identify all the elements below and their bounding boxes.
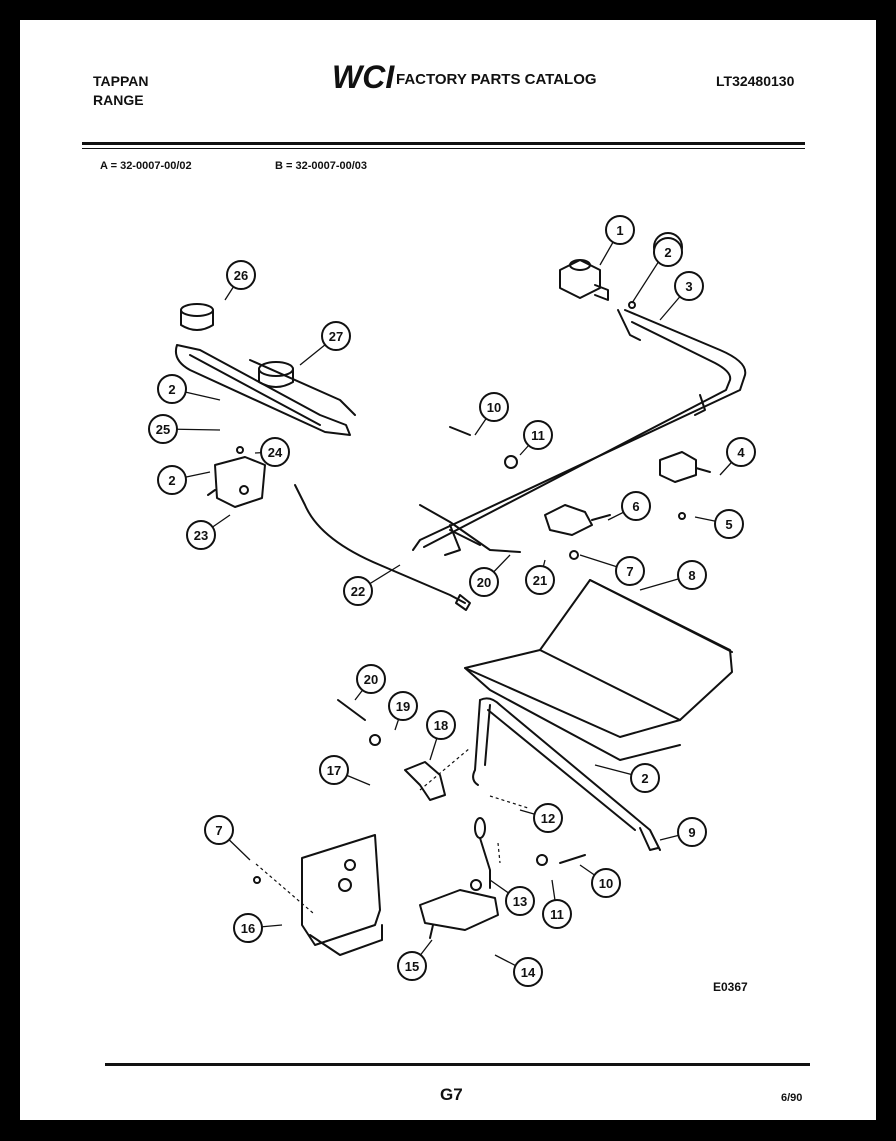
callout-2: 2 [594, 763, 660, 793]
diagram-code: E0367 [713, 980, 748, 994]
callout-13: 13 [489, 879, 535, 916]
callout-label: 18 [434, 718, 448, 733]
valve-6 [544, 504, 611, 536]
callout-label: 24 [268, 445, 283, 460]
catalog-sheet: TAPPAN RANGE WCI FACTORY PARTS CATALOG L… [20, 20, 876, 1120]
catalog-title: FACTORY PARTS CATALOG [396, 71, 597, 88]
callout-label: 2 [641, 771, 648, 786]
callout-4: 4 [719, 437, 756, 476]
callout-label: 20 [364, 672, 378, 687]
callout-5: 5 [694, 509, 744, 539]
callout-7: 7 [204, 815, 251, 861]
svg-text:WCI: WCI [332, 60, 395, 92]
callout-label: 21 [533, 573, 547, 588]
oven-burner [472, 697, 661, 851]
small-parts [236, 301, 686, 884]
callout-1: 1 [599, 215, 635, 266]
callout-14: 14 [494, 954, 543, 987]
callout-15: 15 [397, 939, 433, 981]
callout-label: 11 [531, 428, 545, 443]
callout-20: 20 [354, 664, 386, 701]
callout-2: 2 [157, 374, 221, 404]
callout-label: 26 [234, 268, 248, 283]
safety-valve [419, 879, 499, 939]
model-number: LT32480130 [716, 73, 795, 89]
callout-24: 24 [254, 437, 290, 467]
callout-10: 10 [474, 392, 509, 436]
callout-2: 2 [653, 237, 683, 267]
variant-b-label: B = 32-0007-00/03 [275, 160, 368, 172]
ignition-wire [294, 484, 521, 611]
callout-label: 9 [688, 825, 695, 840]
wci-logo: WCI [332, 60, 395, 92]
product-type: RANGE [93, 92, 144, 108]
callout-label: 13 [513, 894, 527, 909]
callout-17: 17 [319, 755, 371, 786]
callout-23: 23 [186, 514, 231, 550]
callout-11: 11 [519, 420, 553, 456]
brand-name: TAPPAN [93, 73, 149, 89]
revision-date: 6/90 [781, 1092, 803, 1104]
thermocouple [474, 817, 491, 889]
callout-label: 2 [168, 473, 175, 488]
variant-a-label: A = 32-0007-00/02 [100, 160, 192, 172]
callout-label: 23 [194, 528, 208, 543]
callout-20: 20 [469, 554, 511, 597]
header-rule [82, 142, 805, 145]
callout-25: 25 [148, 414, 221, 444]
callout-label: 27 [329, 329, 343, 344]
callout-18: 18 [426, 710, 456, 761]
callout-label: 15 [405, 959, 419, 974]
callout-label: 12 [541, 811, 555, 826]
callout-label: 20 [477, 575, 491, 590]
bracket-18 [404, 761, 446, 801]
callout-label: 5 [725, 517, 732, 532]
callout-26: 26 [224, 260, 256, 301]
callout-3: 3 [659, 271, 704, 321]
callout-label: 2 [664, 245, 671, 260]
drip-shield [464, 579, 733, 761]
callout-11: 11 [542, 879, 572, 929]
callout-label: 11 [550, 907, 564, 922]
page-number: G7 [440, 1085, 463, 1104]
exploded-parts-diagram: 1232262722522423101145672220218201918172… [105, 215, 810, 1066]
callout-label: 10 [487, 400, 501, 415]
manifold-pipe [412, 309, 747, 556]
callout-label: 10 [599, 876, 613, 891]
callout-label: 2 [168, 382, 175, 397]
valve-1 [559, 259, 609, 301]
top-burner-assembly [174, 303, 356, 436]
callout-label: 6 [632, 499, 639, 514]
callout-label: 25 [156, 422, 170, 437]
callout-6: 6 [607, 491, 651, 521]
callout-label: 8 [688, 568, 695, 583]
callout-label: 19 [396, 699, 410, 714]
callout-label: 14 [521, 965, 536, 980]
callout-10: 10 [579, 864, 621, 898]
callout-27: 27 [299, 321, 351, 366]
callout-label: 7 [215, 823, 222, 838]
callout-label: 4 [737, 445, 745, 460]
callout-label: 17 [327, 763, 341, 778]
callout-9: 9 [659, 817, 707, 847]
callout-2: 2 [157, 465, 211, 495]
callout-7: 7 [579, 554, 645, 586]
callout-label: 3 [685, 279, 692, 294]
valve-4 [659, 451, 711, 483]
callout-label: 22 [351, 584, 365, 599]
callout-label: 7 [626, 564, 633, 579]
callout-22: 22 [343, 564, 401, 606]
callout-label: 16 [241, 921, 255, 936]
callout-8: 8 [639, 560, 707, 591]
callout-12: 12 [519, 803, 563, 833]
callout-16: 16 [233, 913, 283, 943]
bracket-23 [207, 456, 266, 508]
callout-19: 19 [388, 691, 418, 731]
header-rule-thin [82, 148, 805, 149]
callout-21: 21 [525, 559, 555, 595]
mounting-plate [301, 834, 383, 956]
callout-label: 1 [616, 223, 623, 238]
